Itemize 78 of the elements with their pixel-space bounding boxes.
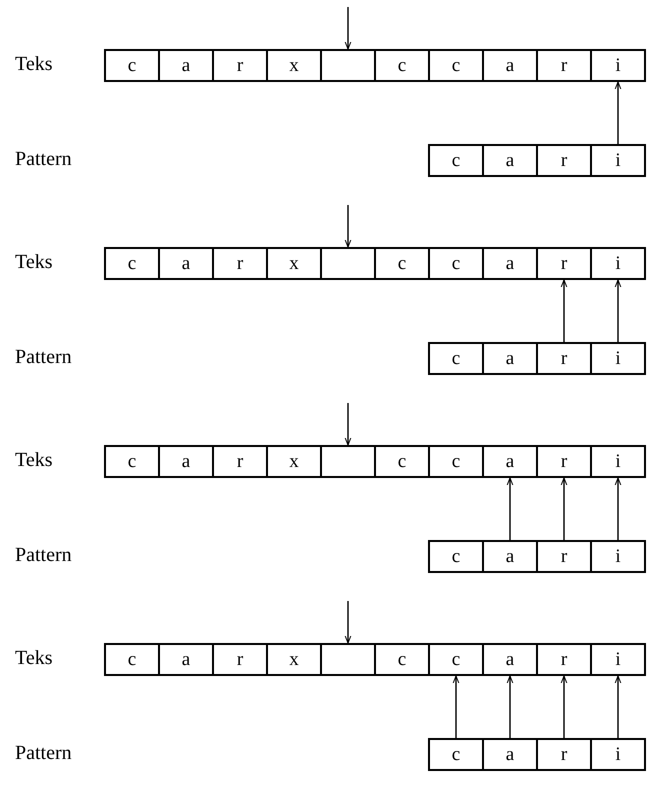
pattern-cell: a [482, 144, 538, 177]
pointer-arrow [560, 280, 568, 342]
pointer-arrow [506, 676, 514, 738]
pattern-cell: c [428, 342, 484, 375]
pattern-cell: r [536, 342, 592, 375]
pattern-cell: i [590, 144, 646, 177]
row-label: Teks [15, 449, 52, 472]
text-cell: r [536, 643, 592, 676]
pointer-arrow [344, 7, 352, 50]
pointer-arrow [506, 478, 514, 540]
text-cell: i [590, 445, 646, 478]
pointer-arrow [614, 82, 622, 144]
pattern-cell: r [536, 540, 592, 573]
text-cell: a [158, 247, 214, 280]
row-label: Pattern [15, 346, 72, 369]
pattern-cell: a [482, 540, 538, 573]
text-cell: i [590, 49, 646, 82]
text-cell: i [590, 247, 646, 280]
pointer-arrow [344, 205, 352, 248]
row-label: Teks [15, 251, 52, 274]
text-cell: a [158, 643, 214, 676]
row-label: Pattern [15, 544, 72, 567]
pointer-arrow [560, 676, 568, 738]
pattern-cell: c [428, 144, 484, 177]
pointer-arrow [452, 676, 460, 738]
text-cell: c [104, 643, 160, 676]
pointer-arrow [614, 280, 622, 342]
pattern-cell: c [428, 540, 484, 573]
text-cell: r [536, 445, 592, 478]
text-cell: i [590, 643, 646, 676]
text-cell: x [266, 49, 322, 82]
text-cell: x [266, 247, 322, 280]
text-cell: a [482, 247, 538, 280]
pattern-cell: r [536, 144, 592, 177]
row-label: Teks [15, 647, 52, 670]
text-cell: r [212, 247, 268, 280]
pointer-arrow [614, 676, 622, 738]
text-cell: x [266, 445, 322, 478]
text-cell: r [536, 49, 592, 82]
text-cell [320, 247, 376, 280]
text-cell: r [212, 445, 268, 478]
text-cell: a [158, 49, 214, 82]
text-cell: a [482, 643, 538, 676]
pattern-cell: i [590, 342, 646, 375]
text-cell: r [212, 643, 268, 676]
text-cell: c [374, 445, 430, 478]
text-cell: c [428, 445, 484, 478]
text-cell: c [374, 49, 430, 82]
row-label: Pattern [15, 148, 72, 171]
text-cell: c [104, 445, 160, 478]
pointer-arrow [344, 403, 352, 446]
text-cell [320, 445, 376, 478]
text-cell: c [374, 247, 430, 280]
text-cell: a [482, 49, 538, 82]
text-cell: c [104, 247, 160, 280]
row-label: Pattern [15, 742, 72, 765]
text-cell: r [212, 49, 268, 82]
pattern-cell: i [590, 738, 646, 771]
text-cell: a [482, 445, 538, 478]
text-cell: c [428, 643, 484, 676]
pattern-cell: a [482, 342, 538, 375]
text-cell: c [428, 49, 484, 82]
text-cell: r [536, 247, 592, 280]
text-cell [320, 643, 376, 676]
text-cell: c [104, 49, 160, 82]
text-cell: c [428, 247, 484, 280]
pattern-cell: r [536, 738, 592, 771]
text-cell: x [266, 643, 322, 676]
text-cell [320, 49, 376, 82]
pattern-cell: c [428, 738, 484, 771]
text-cell: a [158, 445, 214, 478]
row-label: Teks [15, 53, 52, 76]
text-cell: c [374, 643, 430, 676]
pattern-cell: a [482, 738, 538, 771]
pointer-arrow [344, 601, 352, 644]
pointer-arrow [614, 478, 622, 540]
pattern-cell: i [590, 540, 646, 573]
pointer-arrow [560, 478, 568, 540]
